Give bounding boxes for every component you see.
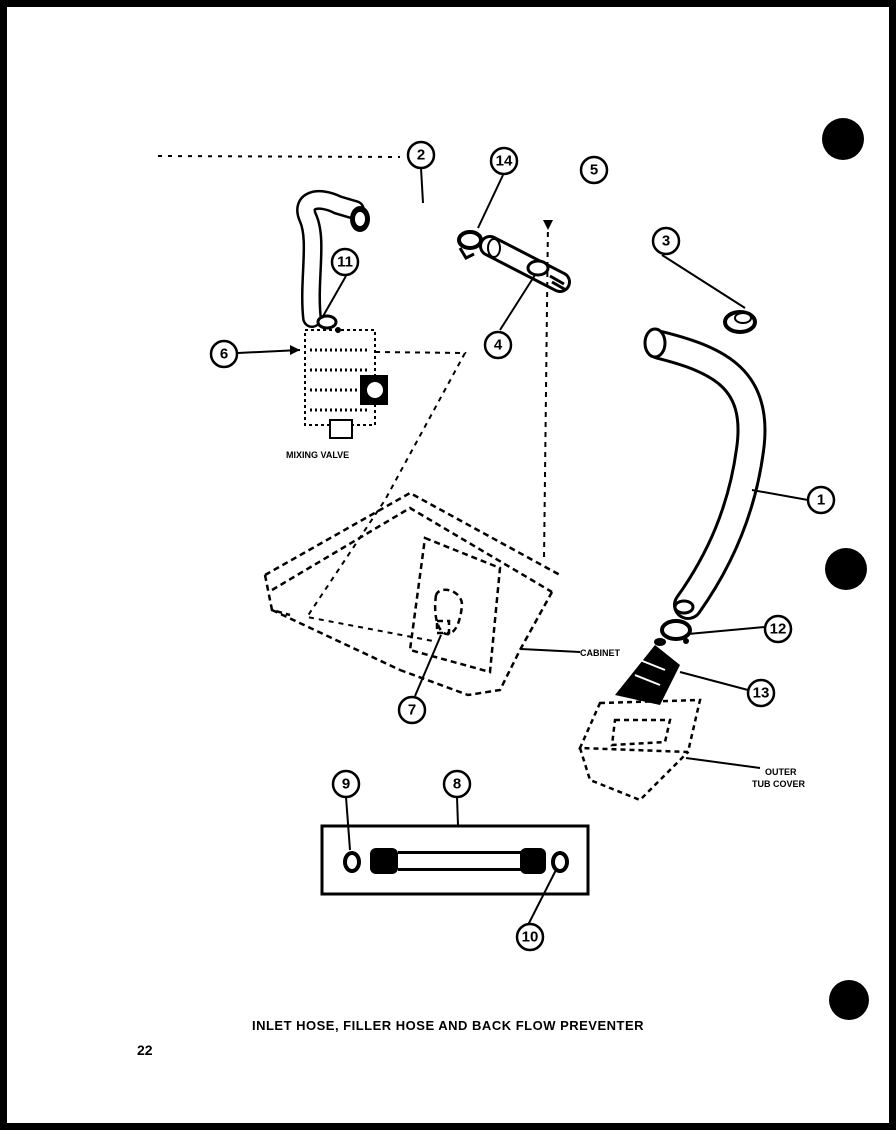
svg-text:11: 11: [337, 254, 353, 271]
filler-hose: [296, 189, 370, 328]
clamp-12: [660, 599, 695, 644]
callout-7: 7: [397, 695, 427, 725]
clamp-3: [723, 310, 757, 334]
outer-tub-cover: [578, 698, 702, 802]
callout-1: 1: [806, 485, 836, 515]
arrow-6: [290, 345, 300, 355]
callout-8: 8: [442, 769, 472, 799]
scan-line: [157, 155, 401, 158]
svg-text:13: 13: [753, 685, 770, 702]
callout-2: 2: [406, 140, 436, 170]
back-flow-preventer: [479, 235, 571, 293]
clamp-11: [316, 314, 341, 333]
svg-text:12: 12: [770, 621, 787, 638]
clamp-14: [457, 230, 483, 260]
svg-text:14: 14: [496, 153, 513, 170]
guide-line-5: [543, 221, 549, 561]
label-outer: OUTER: [765, 767, 797, 777]
callout-3: 3: [651, 226, 681, 256]
callout-5: 5: [579, 155, 609, 185]
svg-text:4: 4: [494, 337, 503, 354]
callout-4: 4: [483, 330, 513, 360]
callout-13: 13: [746, 678, 776, 708]
svg-text:7: 7: [408, 702, 416, 719]
callout-6: 6: [209, 339, 239, 369]
diagram-title: INLET HOSE, FILLER HOSE AND BACK FLOW PR…: [251, 1018, 645, 1033]
valve-guide-line: [305, 351, 467, 642]
svg-text:5: 5: [590, 162, 598, 179]
punch-hole-middle: [825, 548, 867, 590]
callout-10: 10: [515, 922, 545, 952]
svg-text:10: 10: [522, 929, 539, 946]
callout-9: 9: [331, 769, 361, 799]
inlet-hose: [643, 327, 767, 620]
svg-text:9: 9: [342, 776, 350, 793]
svg-text:2: 2: [417, 147, 425, 164]
leader-lines: [237, 167, 809, 928]
punch-hole-bottom: [829, 980, 869, 1020]
cabinet: [263, 491, 561, 697]
label-cabinet: CABINET: [580, 648, 621, 658]
callout-12: 12: [763, 614, 793, 644]
svg-text:1: 1: [817, 492, 825, 509]
label-tub-cover: TUB COVER: [752, 779, 806, 789]
mixing-valve: [304, 329, 388, 439]
svg-text:3: 3: [662, 233, 670, 250]
label-mixing-valve: MIXING VALVE: [286, 450, 349, 460]
inlet-nozzle: [615, 638, 680, 705]
punch-hole-top: [822, 118, 864, 160]
arrow-5: [543, 220, 553, 230]
hose-kit-box: [320, 824, 590, 896]
callouts: 1 2 3 4 5 6 7 8 9 10 11 12 13 14: [209, 140, 836, 952]
svg-text:8: 8: [453, 776, 461, 793]
page-number: 22: [137, 1042, 153, 1058]
callout-11: 11: [330, 247, 360, 277]
svg-text:6: 6: [220, 346, 228, 363]
fill-hose-assembly: [343, 848, 569, 874]
callout-14: 14: [489, 146, 519, 176]
